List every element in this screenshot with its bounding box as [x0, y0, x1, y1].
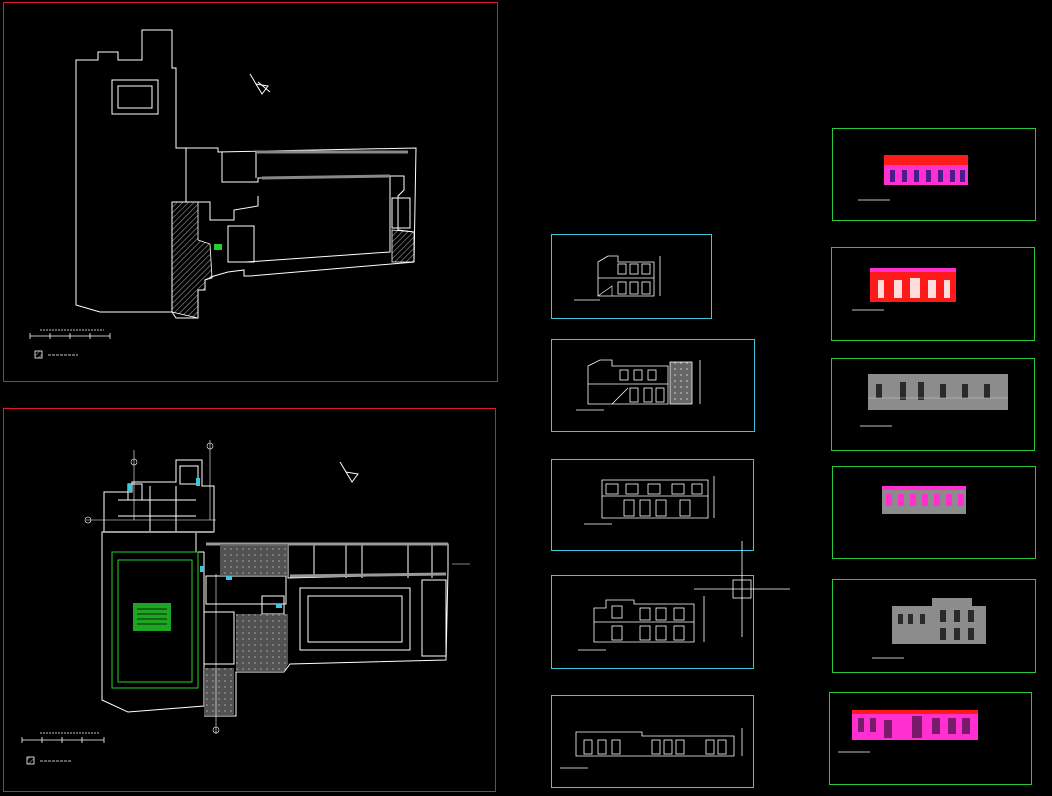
- sheet-section-3[interactable]: [551, 459, 754, 551]
- sheet-elevation-6[interactable]: [829, 692, 1032, 785]
- sheet-section-5[interactable]: [551, 695, 754, 788]
- plan-cyan-markers: [128, 478, 282, 608]
- elevation-3-drawing: [860, 374, 1008, 427]
- elevation-1-drawing: [858, 155, 968, 201]
- sheet-elevation-4[interactable]: [832, 466, 1036, 559]
- sheet-elevation-1[interactable]: [832, 128, 1036, 221]
- sheet-elevation-5[interactable]: [832, 579, 1036, 673]
- sheet-elevation-3[interactable]: [831, 358, 1035, 451]
- north-arrow-icon: [249, 73, 271, 95]
- elevation-5-drawing: [872, 598, 986, 659]
- sheet-section-4[interactable]: [551, 575, 754, 669]
- north-arrow-icon-plan: [339, 461, 359, 483]
- plan-hatch-center: [236, 614, 288, 672]
- scale-bar-icon: [29, 329, 111, 339]
- site-hatch-area-1: [171, 201, 213, 319]
- sheet-section-1[interactable]: [551, 234, 712, 319]
- section-1-drawing: [574, 255, 661, 301]
- section-2-drawing: [576, 359, 701, 411]
- hatch-legend-icon-plan: [26, 756, 72, 765]
- section-3-drawing: [584, 476, 715, 525]
- elevation-2-drawing: [852, 268, 956, 311]
- sheet-ground-floor-plan[interactable]: [3, 408, 496, 792]
- sheet-section-2[interactable]: [551, 339, 755, 432]
- plan-axis-lines: [84, 440, 470, 734]
- sheet-elevation-2[interactable]: [831, 247, 1035, 341]
- plan-green-panel: [133, 603, 171, 631]
- site-green-marker: [214, 244, 222, 250]
- hatch-legend-icon: [34, 350, 78, 359]
- section-4-drawing: [578, 596, 705, 651]
- section-5-drawing: [560, 728, 743, 769]
- plan-hatch-south: [204, 668, 234, 716]
- elevation-4-drawing: [882, 486, 966, 514]
- scale-bar-icon-plan: [21, 732, 105, 743]
- sheet-site-plan[interactable]: [3, 2, 498, 382]
- site-hatch-area-2: [391, 229, 415, 263]
- plan-hatch-north: [220, 544, 288, 576]
- elevation-6-drawing: [838, 710, 978, 753]
